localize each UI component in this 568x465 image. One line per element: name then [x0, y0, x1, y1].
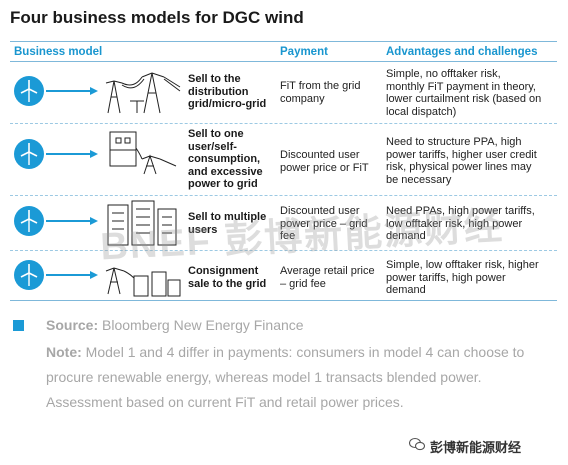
header-payment: Payment: [280, 46, 328, 58]
payment-text: FiT from the grid company: [280, 80, 361, 105]
arrow-right-icon: [46, 87, 98, 95]
multiple-buildings-illustration: [107, 200, 177, 246]
arrow-right-icon: [46, 217, 98, 225]
model-label: Sell to multiple users: [188, 211, 267, 236]
advantages-text: Simple, no offtaker risk, monthly FiT pa…: [386, 68, 542, 118]
payment-text: Discounted user power price – grid fee: [280, 205, 368, 242]
header-bottom-rule: [10, 61, 557, 62]
model-label: Sell to one user/self- consumption, and …: [188, 128, 263, 190]
arrow-right-icon: [46, 150, 98, 158]
building-with-power-line-illustration: [109, 131, 177, 175]
source-text: Bloomberg New Energy Finance: [102, 317, 304, 333]
payment-text: Discounted user power price or FiT: [280, 149, 369, 174]
source-line: Source: Bloomberg New Energy Finance: [46, 313, 556, 338]
payment-text: Average retail price – grid fee: [280, 265, 375, 290]
wind-turbine-icon: [14, 139, 44, 169]
header-advantages: Advantages and challenges: [386, 46, 538, 58]
advantages-text: Need to structure PPA, high power tariff…: [386, 136, 537, 186]
model-label: Consignment sale to the grid: [188, 265, 267, 290]
row-divider: [10, 250, 557, 251]
advantages-text: Simple, low offtaker risk, higher power …: [386, 259, 539, 296]
model-label: Sell to the distribution grid/micro-grid: [188, 73, 267, 110]
figure-title: Four business models for DGC wind: [10, 8, 304, 27]
source-marker-square: [13, 320, 24, 331]
row-divider: [10, 195, 557, 196]
wechat-icon: [409, 437, 425, 451]
grid-and-buildings-illustration: [105, 267, 181, 297]
header-business-model: Business model: [14, 46, 103, 58]
arrow-right-icon: [46, 271, 98, 279]
header-top-rule: [10, 41, 557, 42]
note-label: Note:: [46, 344, 82, 360]
note-text: Model 1 and 4 differ in payments: consum…: [46, 344, 525, 410]
distribution-grid-illustration: [105, 72, 181, 114]
table-bottom-rule: [10, 300, 557, 301]
wind-turbine-icon: [14, 260, 44, 290]
source-label: Source:: [46, 317, 99, 333]
note-paragraph: Note: Model 1 and 4 differ in payments: …: [46, 340, 556, 415]
advantages-text: Need PPAs, high power tariffs, low offta…: [386, 205, 535, 242]
brand-name: 彭博新能源财经: [430, 440, 522, 455]
row-divider: [10, 123, 557, 124]
wind-turbine-icon: [14, 76, 44, 106]
wind-turbine-icon: [14, 206, 44, 236]
